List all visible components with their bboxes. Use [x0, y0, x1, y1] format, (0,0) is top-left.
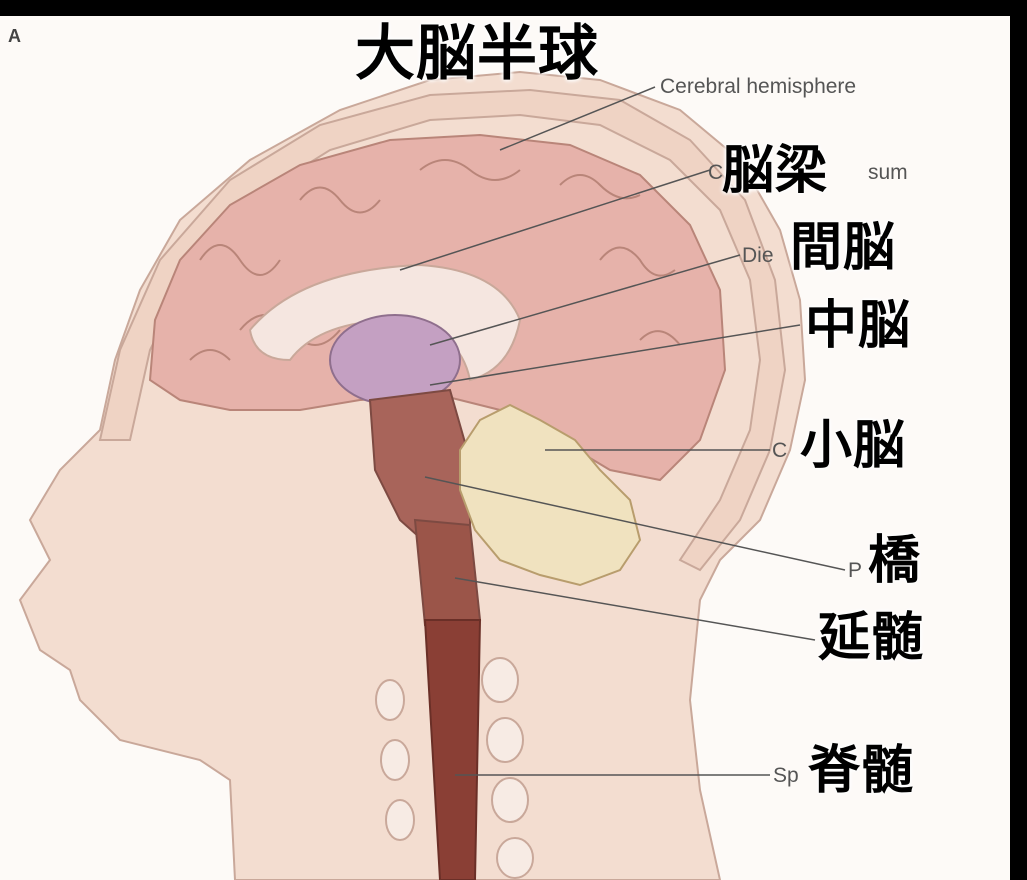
right-black-bar	[1010, 0, 1027, 880]
label-midbrain: 中脳	[805, 300, 911, 352]
label-pons: 橋	[868, 535, 921, 587]
top-black-bar	[0, 0, 1027, 16]
en-label-cerebellum: C	[772, 440, 787, 461]
label-corpus-callosum: 脳梁	[722, 145, 828, 197]
label-cerebral-hemisphere: 大脳半球	[355, 24, 599, 84]
label-diencephalon: 間脳	[790, 222, 896, 274]
en-label-corpus-callosum-end: sum	[868, 162, 908, 183]
label-spinal-cord: 脊髄	[808, 745, 914, 797]
en-label-corpus-callosum-start: C	[708, 162, 723, 183]
label-cerebellum: 小脳	[800, 420, 906, 472]
panel-letter: A	[8, 26, 21, 47]
en-label-cerebral-hemisphere: Cerebral hemisphere	[660, 76, 856, 97]
en-label-spinal-cord: Sp	[773, 765, 799, 786]
medulla	[415, 520, 480, 625]
label-medulla: 延髄	[818, 612, 924, 664]
en-label-pons: P	[848, 560, 862, 581]
en-label-diencephalon: Die	[742, 245, 774, 266]
